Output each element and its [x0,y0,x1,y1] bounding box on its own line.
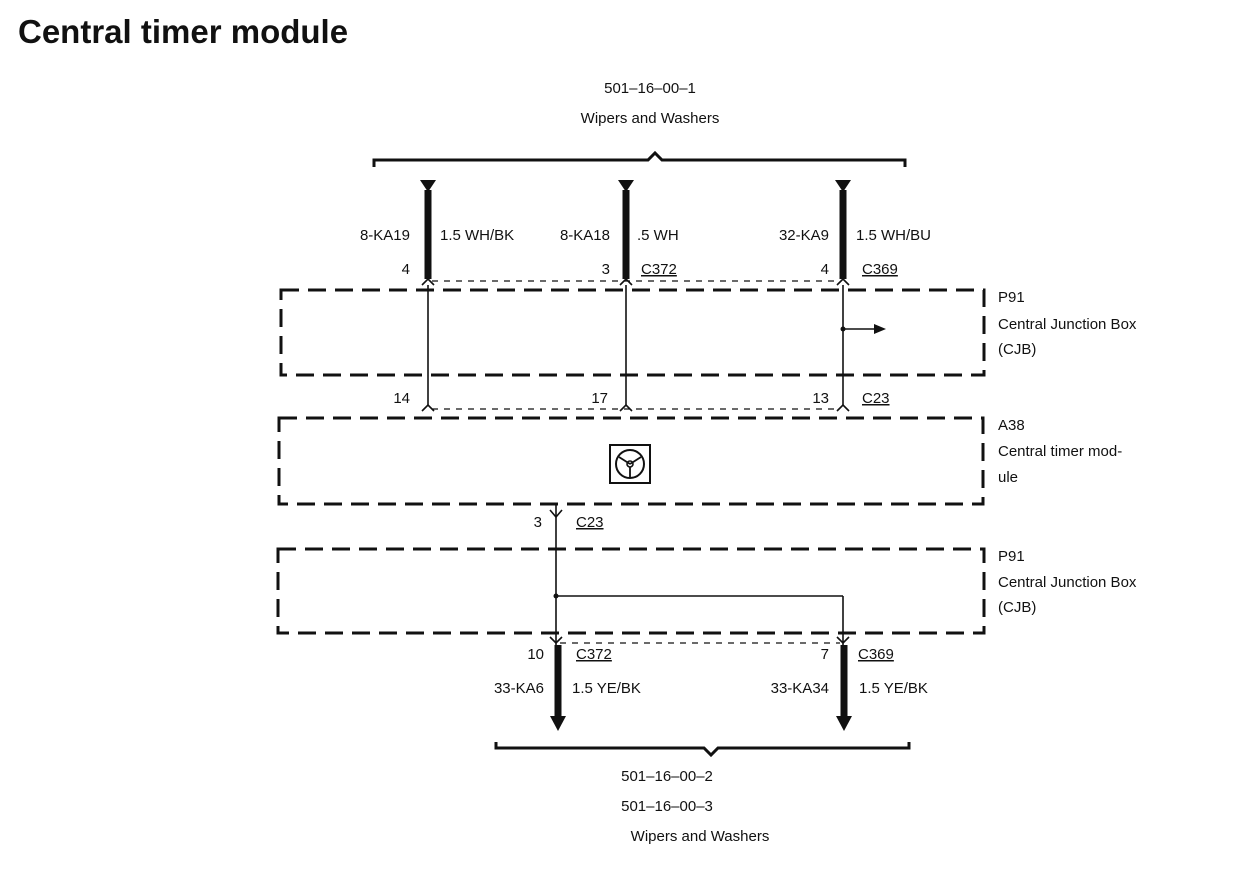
cjb-lower-line1: Central Junction Box [998,574,1137,591]
input-wire-2-connector: C372 [641,261,677,278]
module-pin-1: 14 [393,390,410,407]
output-arrow-1 [550,716,566,731]
output-wire-1-connector: C372 [576,646,612,663]
input-wire-2-spec: .5 WH [637,227,679,244]
output-arrow-2 [836,716,852,731]
bottom-reference-code2: 501–16–00–3 [621,798,713,815]
bottom-reference-name: Wipers and Washers [631,828,770,845]
module-pin-2: 17 [591,390,608,407]
module-line1: Central timer mod- [998,443,1122,460]
pin-symbol [549,636,563,645]
page-title: Central timer module [18,13,348,50]
input-wire-2-pin: 3 [602,261,610,278]
module-output-connector: C23 [576,514,604,531]
top-bracket [372,150,907,167]
branch-arrow [874,324,886,334]
output-wire-1 [550,645,566,731]
top-reference-code: 501–16–00–1 [604,80,696,97]
module-pin-3-connector: C23 [862,390,890,407]
module-output-pin: 3 [534,514,542,531]
output-wire-1-spec: 1.5 YE/BK [572,680,641,697]
input-wire-3-circuit: 32-KA9 [779,227,829,244]
pin-symbol [619,403,633,412]
output-wire-2-pin: 7 [821,646,829,663]
output-wire-1-pin: 10 [527,646,544,663]
input-wire-3-connector: C369 [862,261,898,278]
input-wire-2-circuit: 8-KA18 [560,227,610,244]
input-wire-3 [835,180,851,279]
output-wire-2-circuit: 33-KA34 [771,680,829,697]
cjb-lower-id: P91 [998,548,1025,565]
input-wire-1-spec: 1.5 WH/BK [440,227,514,244]
pin-symbol [836,403,850,412]
pin-symbol [421,277,435,286]
pin-symbol [619,277,633,286]
input-wire-1 [420,180,436,279]
input-wire-1-circuit: 8-KA19 [360,227,410,244]
cjb-upper-id: P91 [998,289,1025,306]
top-reference-name: Wipers and Washers [581,110,720,127]
input-wire-3-pin: 4 [821,261,829,278]
bottom-reference-code1: 501–16–00–2 [621,768,713,785]
cjb-lower-line2: (CJB) [998,599,1036,616]
module-box [277,416,985,506]
bottom-bracket [494,742,911,758]
cjb-upper-line2: (CJB) [998,341,1036,358]
input-arrow-1 [420,180,436,192]
output-wire-2-spec: 1.5 YE/BK [859,680,928,697]
cjb-upper-line1: Central Junction Box [998,316,1137,333]
pin-symbol [836,636,850,645]
steering-wheel-icon [609,444,651,484]
pin-symbol [836,277,850,286]
output-wire-2 [836,645,852,731]
cjb-upper-box [279,288,986,377]
module-pin-3: 13 [812,390,829,407]
pin-symbol [421,403,435,412]
input-arrow-2 [618,180,634,192]
input-wire-1-pin: 4 [402,261,410,278]
output-wire-1-circuit: 33-KA6 [494,680,544,697]
input-wire-3-spec: 1.5 WH/BU [856,227,931,244]
input-wire-2 [618,180,634,279]
input-arrow-3 [835,180,851,192]
module-line2: ule [998,469,1018,486]
cjb-lower-box [276,547,986,635]
module-id: A38 [998,417,1025,434]
output-wire-2-connector: C369 [858,646,894,663]
